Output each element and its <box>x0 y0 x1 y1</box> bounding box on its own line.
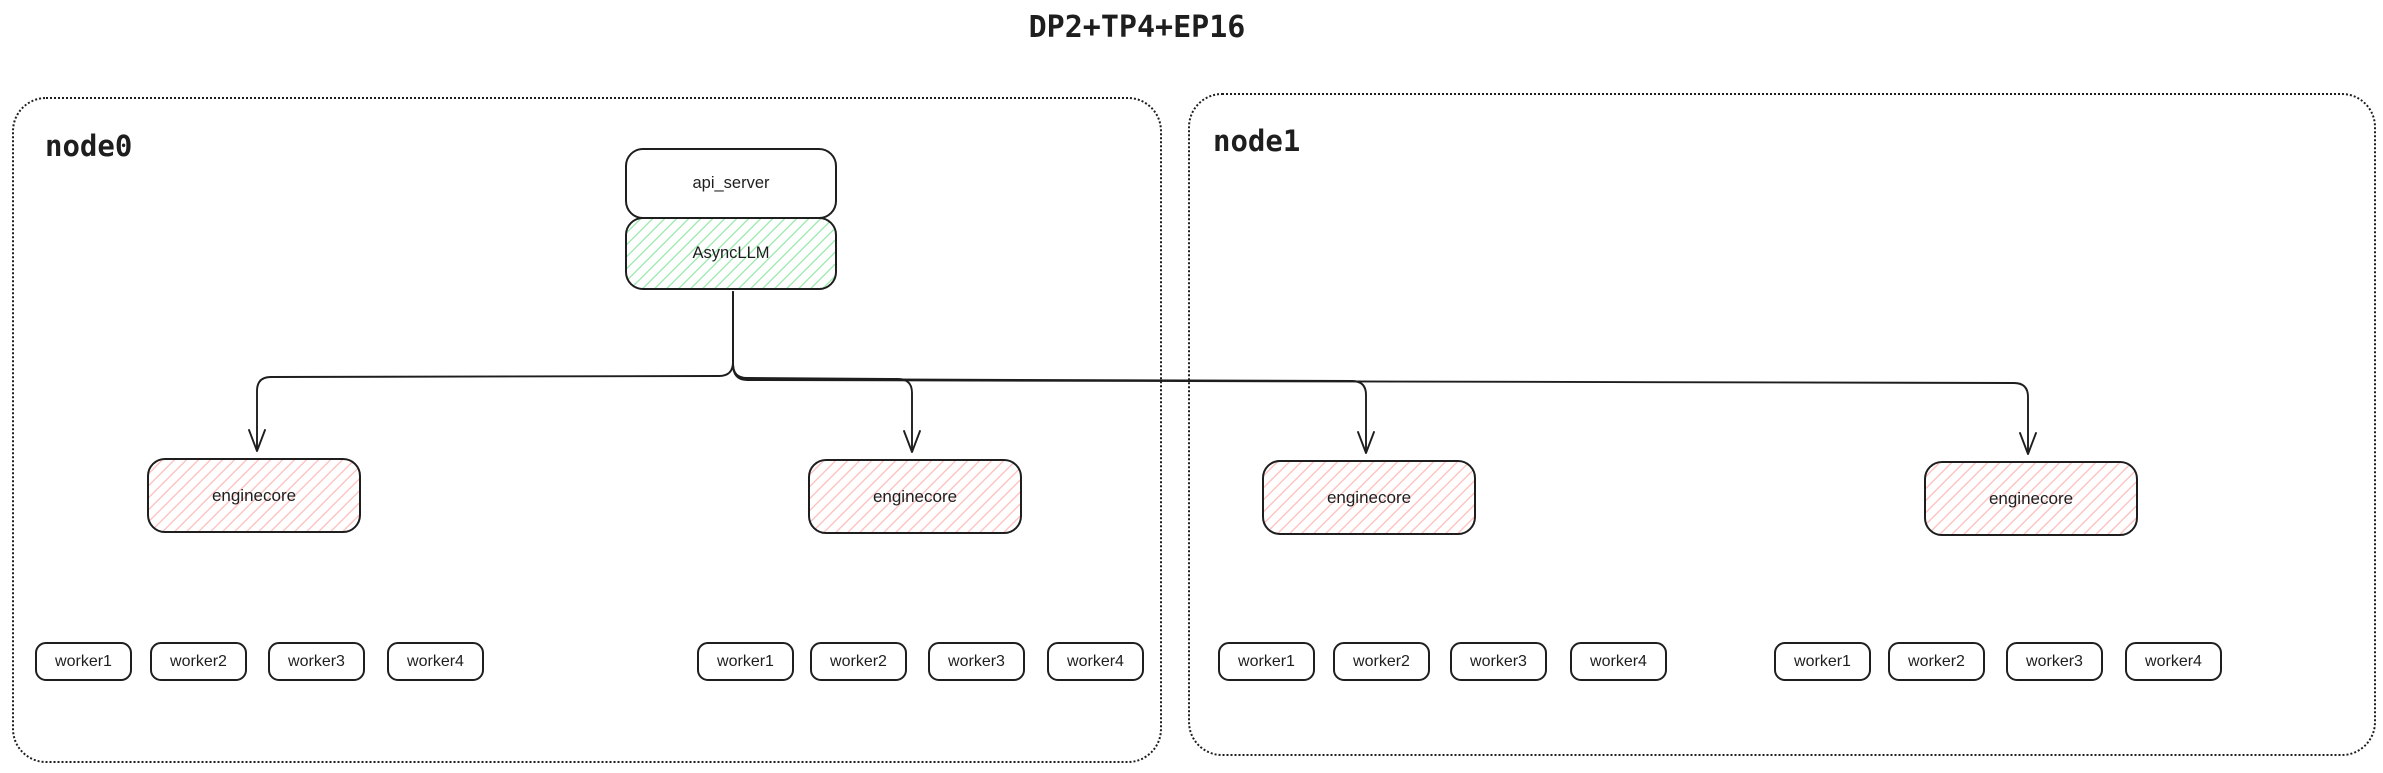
worker-label: worker2 <box>1908 652 1965 670</box>
worker-box: worker3 <box>1450 642 1547 681</box>
node1-label: node1 <box>1213 124 1301 158</box>
enginecore-label: enginecore <box>872 487 958 506</box>
worker-label: worker4 <box>407 652 464 670</box>
worker-label: worker1 <box>717 652 774 670</box>
worker-box: worker4 <box>1047 642 1144 681</box>
worker-box: worker2 <box>150 642 247 681</box>
worker-label: worker4 <box>1590 652 1647 670</box>
worker-box: worker1 <box>1218 642 1315 681</box>
worker-box: worker1 <box>35 642 132 681</box>
enginecore-box-4: enginecore <box>1924 461 2138 536</box>
enginecore-box-1: enginecore <box>147 458 361 533</box>
worker-box: worker4 <box>387 642 484 681</box>
worker-label: worker4 <box>2145 652 2202 670</box>
enginecore-box-3: enginecore <box>1262 460 1476 535</box>
worker-box: worker3 <box>2006 642 2103 681</box>
async-llm-box: AsyncLLM <box>625 217 837 290</box>
worker-box: worker2 <box>1333 642 1430 681</box>
worker-label: worker1 <box>1794 652 1851 670</box>
worker-label: worker2 <box>1353 652 1410 670</box>
worker-label: worker3 <box>948 652 1005 670</box>
worker-label: worker3 <box>2026 652 2083 670</box>
diagram-title: DP2+TP4+EP16 <box>1028 10 1246 45</box>
worker-box: worker3 <box>268 642 365 681</box>
worker-box: worker4 <box>2125 642 2222 681</box>
worker-box: worker3 <box>928 642 1025 681</box>
worker-box: worker2 <box>810 642 907 681</box>
worker-label: worker2 <box>830 652 887 670</box>
enginecore-box-2: enginecore <box>808 459 1022 534</box>
worker-label: worker3 <box>288 652 345 670</box>
worker-box: worker4 <box>1570 642 1667 681</box>
worker-box: worker1 <box>1774 642 1871 681</box>
worker-label: worker1 <box>1238 652 1295 670</box>
worker-box: worker2 <box>1888 642 1985 681</box>
api-server-label: api_server <box>692 174 770 193</box>
worker-label: worker1 <box>55 652 112 670</box>
worker-label: worker2 <box>170 652 227 670</box>
enginecore-label: enginecore <box>1326 488 1412 507</box>
worker-label: worker4 <box>1067 652 1124 670</box>
worker-label: worker3 <box>1470 652 1527 670</box>
enginecore-label: enginecore <box>1988 489 2074 508</box>
worker-box: worker1 <box>697 642 794 681</box>
node0-label: node0 <box>45 129 133 163</box>
enginecore-label: enginecore <box>211 486 297 505</box>
api-server-box: api_server <box>625 148 837 219</box>
async-llm-label: AsyncLLM <box>692 244 770 263</box>
